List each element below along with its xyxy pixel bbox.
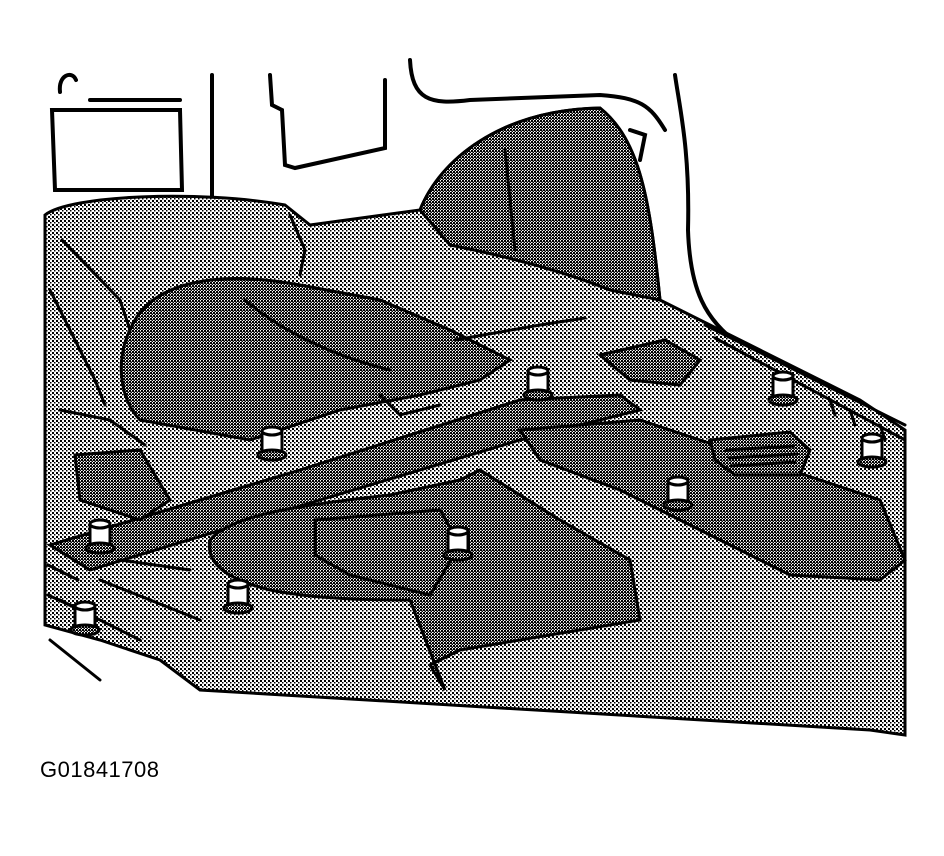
seat-cushion-left	[119, 277, 513, 442]
stud-icon	[69, 600, 101, 637]
side-rail-right	[517, 418, 907, 582]
figure-code: G01841708	[40, 757, 160, 782]
support-block	[313, 508, 462, 597]
stud-icon	[662, 475, 694, 512]
stud-icon	[522, 365, 554, 402]
latch-assembly	[708, 430, 812, 477]
contour-lines	[48, 148, 587, 447]
right-tab	[596, 338, 703, 387]
cross-rail	[46, 393, 644, 572]
side-bracket-left	[73, 448, 173, 522]
stud-icon	[256, 425, 288, 462]
stud-icon	[84, 518, 116, 555]
cab-wall-outline	[49, 58, 742, 347]
stud-icon	[767, 370, 799, 407]
stud-icon	[442, 525, 474, 562]
rocker-edge	[703, 323, 907, 442]
mounting-studs	[69, 365, 888, 637]
stud-icon	[222, 578, 254, 615]
left-edge-lines	[46, 558, 202, 682]
stud-icon	[856, 432, 888, 469]
seat-hump	[418, 106, 662, 302]
